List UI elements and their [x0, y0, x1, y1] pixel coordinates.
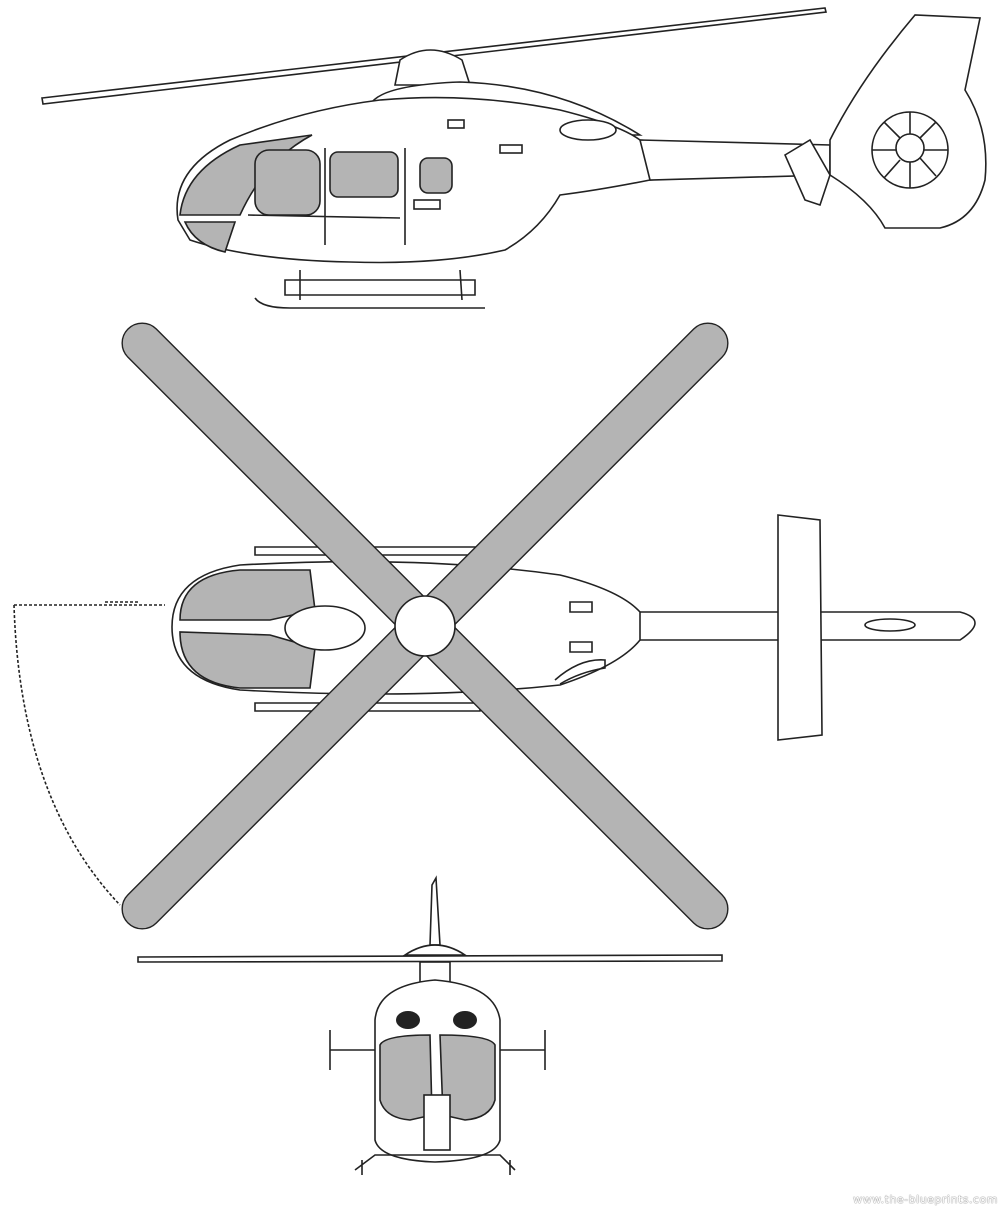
vent: [447, 119, 465, 129]
windshield-right: [439, 1034, 496, 1121]
exhaust-grille: [569, 601, 593, 653]
stabilizer-arms: [329, 1030, 546, 1070]
front-view: [137, 875, 723, 1175]
side-view: [41, 7, 987, 309]
fenestron-vanes: [872, 112, 948, 188]
horizontal-stabilizer-top: [777, 514, 823, 741]
windshield-left: [379, 1034, 433, 1121]
intake-right: [453, 1011, 477, 1029]
dashed-rotor-clearance: [13, 601, 165, 906]
vent: [499, 144, 523, 154]
exhaust-outlet: [554, 659, 606, 685]
rotor-blades-top: [121, 322, 729, 930]
canopy-left: [179, 569, 316, 621]
nose-front: [423, 1094, 451, 1151]
watermark: www.the-blueprints.com: [853, 1193, 998, 1206]
horizontal-stabilizer-side: [783, 138, 831, 207]
mast-front: [419, 961, 451, 983]
small-window: [419, 157, 453, 194]
cabin-roof: [284, 605, 366, 651]
main-rotor-front: [137, 954, 723, 963]
lower-windshield: [183, 221, 237, 253]
rotor-hub-top: [394, 595, 456, 657]
rotor-hub-front: [402, 944, 468, 956]
front-door-window: [254, 149, 321, 216]
rear-door-window: [329, 151, 399, 198]
canopy-right: [179, 631, 316, 689]
skids-front: [354, 1154, 516, 1175]
tail-slot: [864, 618, 916, 632]
rotor-blade-vertical: [429, 875, 441, 946]
step: [413, 199, 441, 210]
rotor-hub-side: [394, 49, 472, 86]
fenestron-hub: [895, 133, 925, 163]
intake: [559, 119, 617, 141]
top-view: [13, 322, 976, 930]
skid-side: [254, 269, 485, 309]
intake-left: [396, 1011, 420, 1029]
door-frame: [247, 148, 406, 245]
